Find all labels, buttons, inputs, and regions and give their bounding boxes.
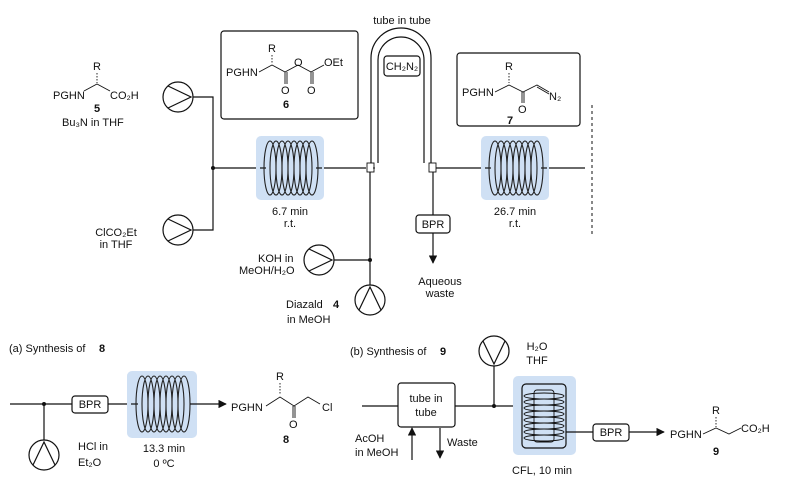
svg-text:O: O xyxy=(307,85,316,97)
diazald-solvent: in MeOH xyxy=(287,314,330,326)
hcl-solvent: Et₂O xyxy=(78,457,102,469)
coil1-time: 6.7 min xyxy=(272,206,308,218)
pump-icon xyxy=(303,244,335,276)
structure-8: R PGHN O Cl 8 xyxy=(231,371,332,446)
svg-text:PGHN: PGHN xyxy=(462,87,494,99)
structure-9: R PGHN CO₂H 9 xyxy=(670,405,770,458)
svg-text:OEt: OEt xyxy=(324,57,343,69)
coil-reactor xyxy=(256,136,324,200)
svg-text:PGHN: PGHN xyxy=(226,67,258,79)
feed-line xyxy=(193,96,214,231)
section-b-title: (b) Synthesis of xyxy=(350,346,427,358)
svg-text:R: R xyxy=(276,371,284,383)
thf-label: THF xyxy=(526,355,548,367)
svg-text:Bu₃N in THF: Bu₃N in THF xyxy=(62,117,124,129)
pump-icon xyxy=(354,284,386,316)
svg-text:O: O xyxy=(294,57,303,69)
pump-icon xyxy=(162,81,194,113)
svg-text:PGHN: PGHN xyxy=(670,429,702,441)
coil3-time: 13.3 min xyxy=(143,443,185,455)
ch2n2-box xyxy=(383,55,421,77)
coil3-temp: 0 ºC xyxy=(153,458,174,470)
tube-in-tube-box xyxy=(397,382,456,428)
section-b-number: 9 xyxy=(440,346,446,358)
tube-in-tube-label: tube in tube xyxy=(373,15,431,27)
waste-label: Waste xyxy=(447,437,478,449)
bpr-label: BPR xyxy=(600,427,623,439)
ch2n2-label: CH₂N₂ xyxy=(386,61,418,73)
water-label: H₂O xyxy=(527,341,548,353)
aqueous-label: Aqueous xyxy=(418,276,462,288)
coil2-time: 26.7 min xyxy=(494,206,536,218)
tube-in-tube-reactor xyxy=(366,27,437,173)
koh-label: KOH in xyxy=(258,253,293,265)
hcl-label: HCl in xyxy=(78,441,108,453)
bpr-label: BPR xyxy=(79,399,102,411)
structure-5: R PGHN CO₂H 5 Bu₃N in THF xyxy=(53,61,139,129)
svg-text:7: 7 xyxy=(507,115,513,127)
pump-icon xyxy=(28,439,60,471)
section-a-title: (a) Synthesis of xyxy=(9,343,86,355)
acoh-label: AcOH xyxy=(355,433,384,445)
diazald-label: Diazald xyxy=(286,299,323,311)
structure-7: R PGHN O N₂ 7 xyxy=(462,61,561,127)
svg-text:5: 5 xyxy=(94,103,100,115)
svg-text:8: 8 xyxy=(283,434,289,446)
anhydride-box xyxy=(220,30,359,120)
photoreactor xyxy=(513,376,576,455)
svg-text:N₂: N₂ xyxy=(549,91,561,103)
pump-icon xyxy=(162,214,194,246)
cfl-label: CFL, 10 min xyxy=(512,465,572,477)
structure-6: R PGHN O O O OEt 6 xyxy=(226,43,343,111)
coil1-temp: r.t. xyxy=(284,218,296,230)
svg-text:O: O xyxy=(281,85,290,97)
coil-reactor xyxy=(481,136,549,200)
svg-text:6: 6 xyxy=(283,99,289,111)
section-a-number: 8 xyxy=(99,343,105,355)
diazald-number: 4 xyxy=(333,299,340,311)
coil2-temp: r.t. xyxy=(509,218,521,230)
svg-text:CO₂H: CO₂H xyxy=(741,423,770,435)
svg-text:R: R xyxy=(712,405,720,417)
svg-text:R: R xyxy=(505,61,513,73)
svg-text:O: O xyxy=(518,104,527,116)
waste-label: waste xyxy=(425,288,455,300)
tube-in-tube-label: tube in xyxy=(409,393,442,405)
svg-text:Cl: Cl xyxy=(322,402,332,414)
svg-text:PGHN: PGHN xyxy=(231,402,263,414)
diazoketone-box xyxy=(456,52,581,127)
koh-solvent: MeOH/H₂O xyxy=(239,265,295,277)
pump-icon xyxy=(478,335,510,367)
clco2et-label: ClCO₂Et xyxy=(95,227,137,239)
svg-text:CO₂H: CO₂H xyxy=(110,90,139,102)
acoh-solvent: in MeOH xyxy=(355,447,398,459)
svg-text:O: O xyxy=(289,419,298,431)
tube-in-tube-label: tube xyxy=(415,407,436,419)
coil-reactor xyxy=(127,371,197,438)
svg-text:R: R xyxy=(93,61,101,73)
svg-text:PGHN: PGHN xyxy=(53,90,85,102)
svg-text:R: R xyxy=(268,43,276,55)
bpr-label: BPR xyxy=(422,219,445,231)
svg-text:9: 9 xyxy=(713,446,719,458)
clco2et-solvent: in THF xyxy=(100,239,133,251)
